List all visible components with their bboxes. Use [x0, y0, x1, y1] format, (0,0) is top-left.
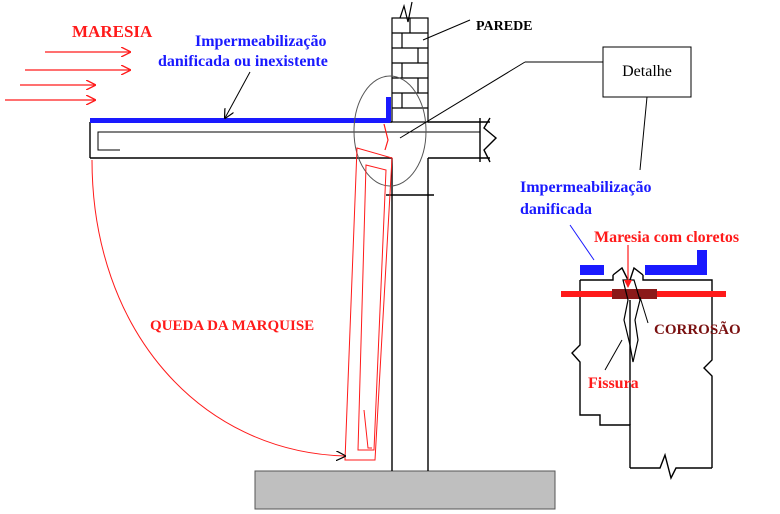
detail-box-label: Detalhe — [622, 63, 672, 80]
detail-leader — [399, 61, 526, 139]
maresia-label: MARESIA — [72, 22, 153, 41]
fallen-marquise — [344, 147, 393, 461]
marquise-rebar — [97, 131, 480, 151]
fall-label: QUEDA DA MARQUISE — [150, 318, 314, 334]
ground-slab — [254, 470, 556, 510]
waterproofing-label-2: danificada ou inexistente — [158, 53, 328, 70]
detail-waterproofing-label-1: Impermeabilização — [520, 179, 652, 196]
detail-box-leader — [639, 96, 648, 171]
waterproofing-upturn — [386, 97, 391, 122]
waterproofing-label-1: Impermeabilização — [195, 33, 327, 50]
wall-bricks — [391, 1, 429, 123]
wall-label: PAREDE — [476, 19, 533, 34]
slab-structure — [89, 117, 498, 163]
fall-arc — [91, 159, 345, 456]
marine-chlorides-label: Maresia com cloretos — [594, 229, 739, 246]
wall-leader — [422, 19, 471, 41]
waterproofing-layer — [90, 118, 390, 123]
waterproofing-leader — [225, 71, 251, 118]
detail-waterproofing-label-2: danificada — [520, 201, 592, 218]
detail-box — [602, 46, 692, 98]
marine-arrows — [5, 52, 130, 100]
column — [386, 158, 434, 471]
crack-label: Fissura — [588, 375, 639, 392]
detail-drawing — [561, 224, 726, 480]
detail-ellipse — [353, 75, 427, 187]
corrosion-label: CORROSÃO — [654, 320, 741, 338]
junction-crack — [383, 123, 389, 151]
